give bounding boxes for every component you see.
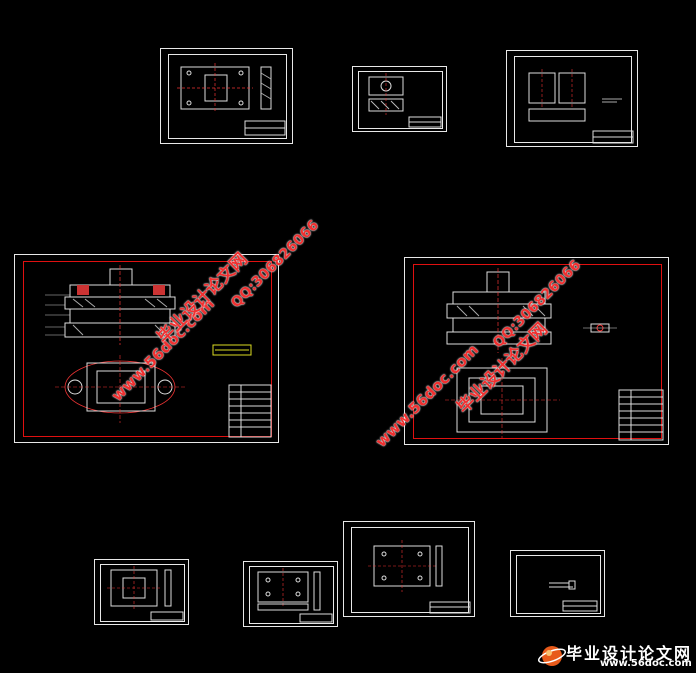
part-drawing <box>549 580 598 612</box>
sheet-frame <box>100 564 185 622</box>
sheet-border <box>413 264 662 439</box>
assembly-drawing-left[interactable] <box>14 254 279 443</box>
part-drawing <box>107 566 184 621</box>
sheet-frame <box>351 527 469 613</box>
footer-logo-title: 毕业设计论文网 <box>566 644 693 663</box>
sheet-frame <box>514 56 632 143</box>
sheet-frame <box>168 54 287 139</box>
drawing-sheet-top-center[interactable] <box>352 66 447 132</box>
part-drawing <box>368 73 442 128</box>
globe-logo-icon <box>537 646 567 666</box>
footer-logo-url: www.56doc.com <box>600 658 692 669</box>
drawing-sheet-top-right[interactable] <box>506 50 638 147</box>
drawing-sheet-bottom-2[interactable] <box>243 561 338 627</box>
part-drawing <box>368 540 471 614</box>
drawing-sheet-top-left[interactable] <box>160 48 293 144</box>
part-drawing <box>177 63 286 136</box>
sheet-frame <box>249 566 334 624</box>
die-assembly-drawing <box>445 268 664 441</box>
drawing-sheet-bottom-1[interactable] <box>94 559 189 625</box>
drawing-sheet-bottom-3[interactable] <box>343 521 475 617</box>
sheet-frame <box>358 71 443 129</box>
die-assembly-drawing <box>45 265 272 438</box>
assembly-drawing-right[interactable] <box>404 257 669 445</box>
drawing-sheet-bottom-4[interactable] <box>510 550 605 617</box>
part-drawing <box>528 69 634 144</box>
sheet-border <box>23 261 272 437</box>
sheet-frame <box>516 555 601 614</box>
part-drawing <box>257 568 333 623</box>
